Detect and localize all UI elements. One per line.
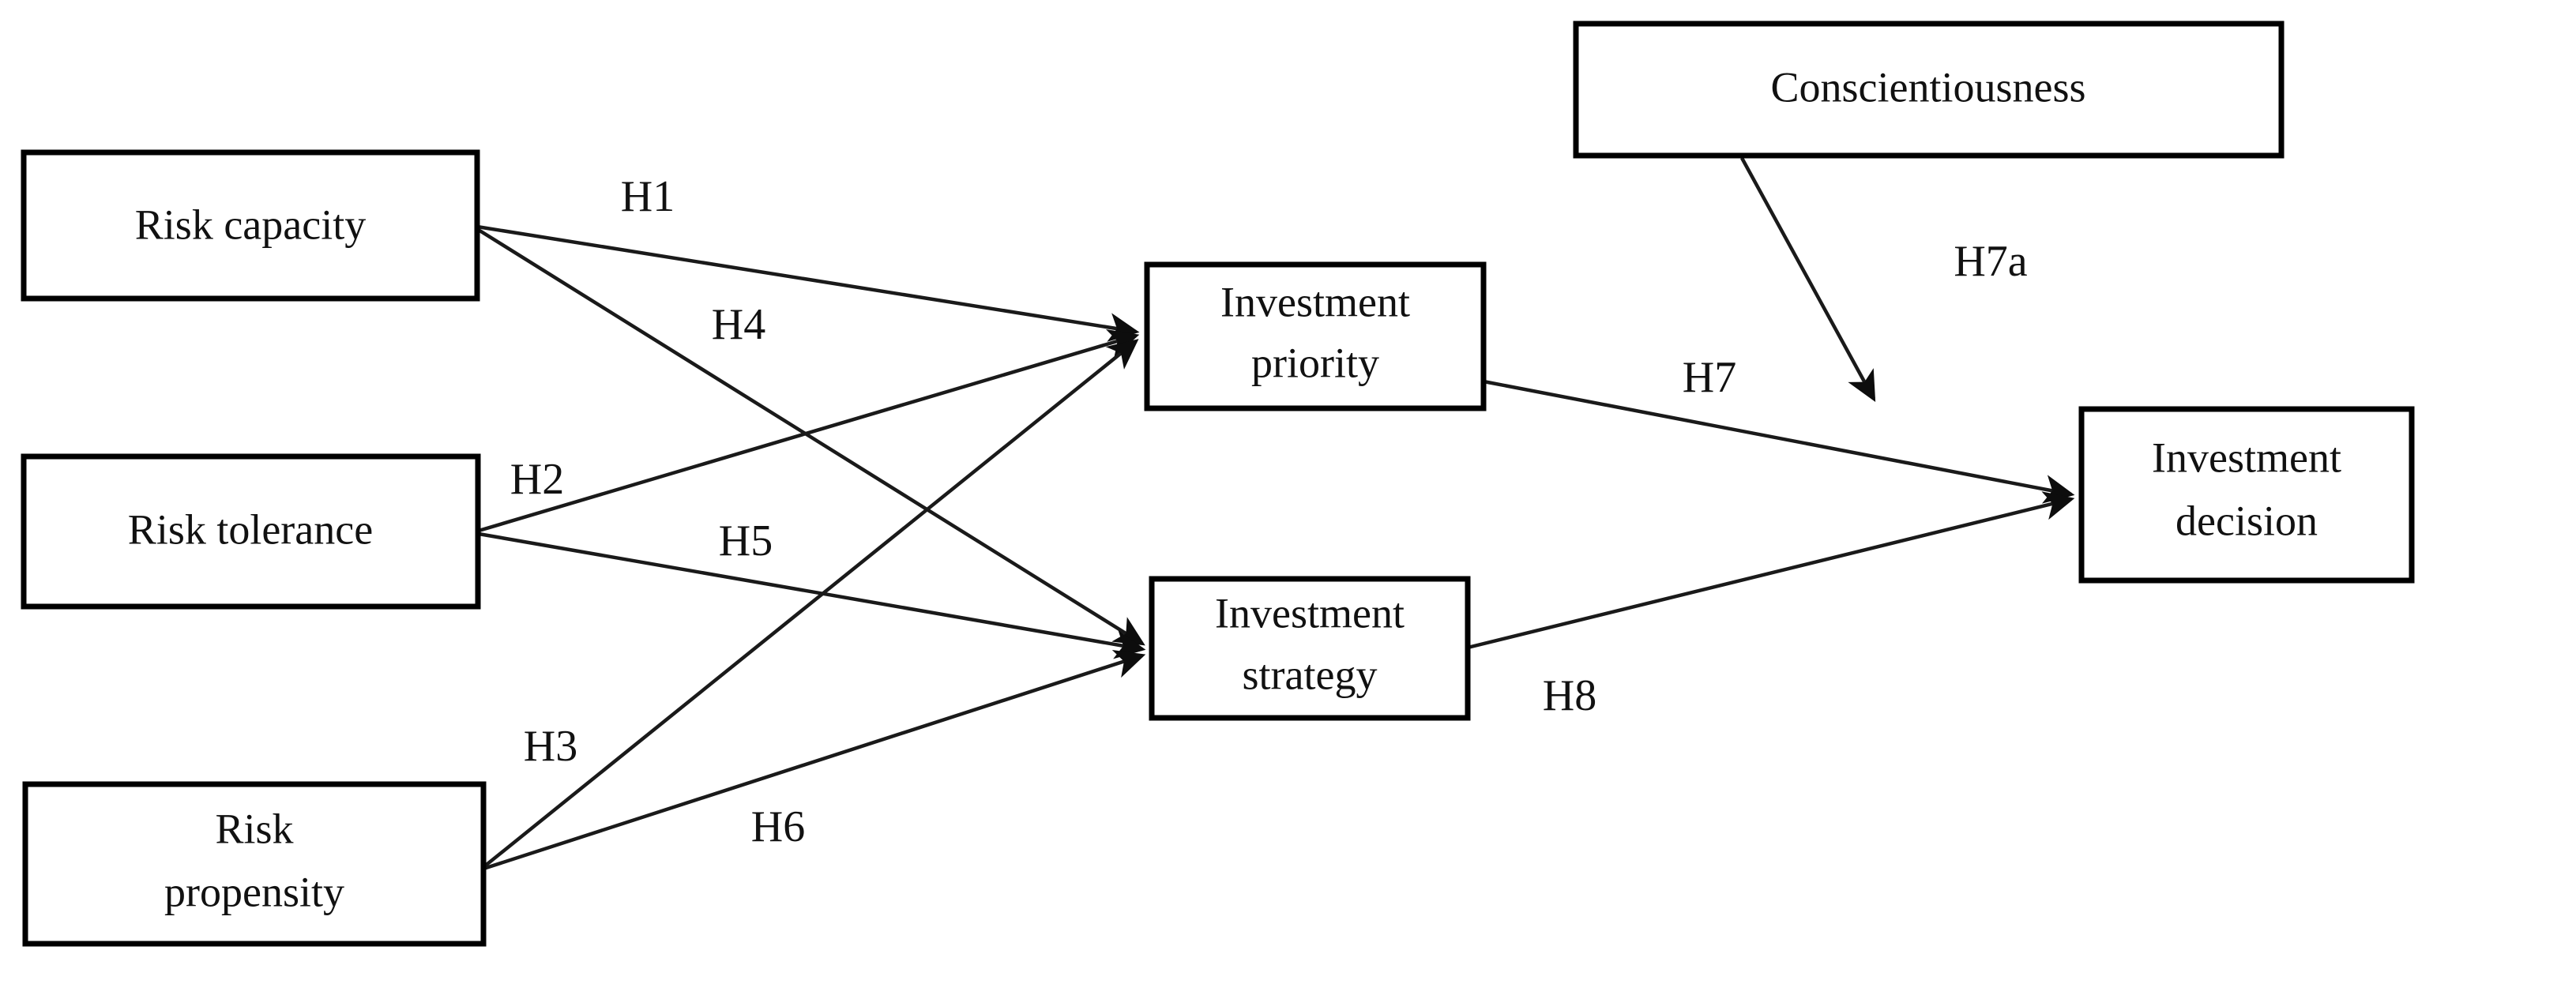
edge-h3-line — [482, 339, 1139, 869]
node-conscientiousness-box — [1573, 21, 2285, 159]
edge-label-h3: H3 — [524, 722, 577, 771]
node-investment-priority[interactable]: Investment priority — [1144, 261, 1487, 411]
edge-h4-line — [476, 227, 1145, 646]
edge-label-h5: H5 — [719, 516, 773, 565]
edge-h8-line — [1467, 491, 2075, 650]
edge-layer — [476, 156, 2075, 871]
node-investment-decision[interactable]: Investment decision — [2078, 406, 2415, 584]
edge-label-h1: H1 — [621, 172, 675, 221]
node-investment-decision-label-line2: decision — [2175, 497, 2318, 544]
edge-label-layer: H1 H4 H2 H5 H3 H6 H7 H7a H8 — [510, 172, 2028, 851]
edge-h5-line — [478, 531, 1146, 659]
edge-label-h4: H4 — [712, 300, 765, 349]
node-investment-decision-box — [2078, 406, 2415, 584]
node-risk-capacity[interactable]: Risk capacity — [21, 149, 480, 302]
edge-h7a-line — [1740, 156, 1876, 402]
node-investment-strategy[interactable]: Investment strategy — [1149, 576, 1471, 721]
edge-h7-line — [1483, 379, 2075, 504]
node-investment-decision-label-line1: Investment — [2152, 434, 2341, 481]
edge-label-h7: H7 — [1683, 353, 1736, 402]
edge-label-h2: H2 — [510, 455, 564, 504]
node-layer: Risk capacity Risk tolerance Risk propen… — [21, 21, 2415, 947]
node-risk-propensity[interactable]: Risk propensity — [22, 781, 487, 947]
node-conscientiousness[interactable]: Conscientiousness — [1573, 21, 2285, 159]
node-investment-strategy-label-line1: Investment — [1215, 589, 1405, 637]
edge-label-h7a: H7a — [1954, 237, 2027, 286]
edge-h2-line — [478, 329, 1140, 533]
node-risk-capacity-label: Risk capacity — [135, 201, 366, 248]
node-risk-capacity-box — [21, 149, 480, 302]
node-investment-priority-box — [1144, 261, 1487, 411]
node-investment-priority-label-line1: Investment — [1220, 278, 1410, 325]
node-investment-strategy-box — [1149, 576, 1471, 721]
node-risk-tolerance-label: Risk tolerance — [128, 505, 373, 553]
edge-h6-line — [483, 649, 1146, 871]
node-risk-tolerance-box — [21, 453, 481, 610]
node-risk-propensity-box — [22, 781, 487, 947]
node-investment-priority-label-line2: priority — [1251, 339, 1379, 386]
node-risk-propensity-label-line2: propensity — [164, 868, 344, 915]
node-risk-tolerance[interactable]: Risk tolerance — [21, 453, 481, 610]
edge-label-h6: H6 — [751, 802, 805, 851]
edge-label-h8: H8 — [1543, 671, 1596, 720]
node-investment-strategy-label-line2: strategy — [1243, 651, 1378, 698]
edge-h1-line — [476, 224, 1140, 342]
node-risk-propensity-label-line1: Risk — [215, 805, 293, 852]
node-conscientiousness-label: Conscientiousness — [1771, 63, 2086, 111]
